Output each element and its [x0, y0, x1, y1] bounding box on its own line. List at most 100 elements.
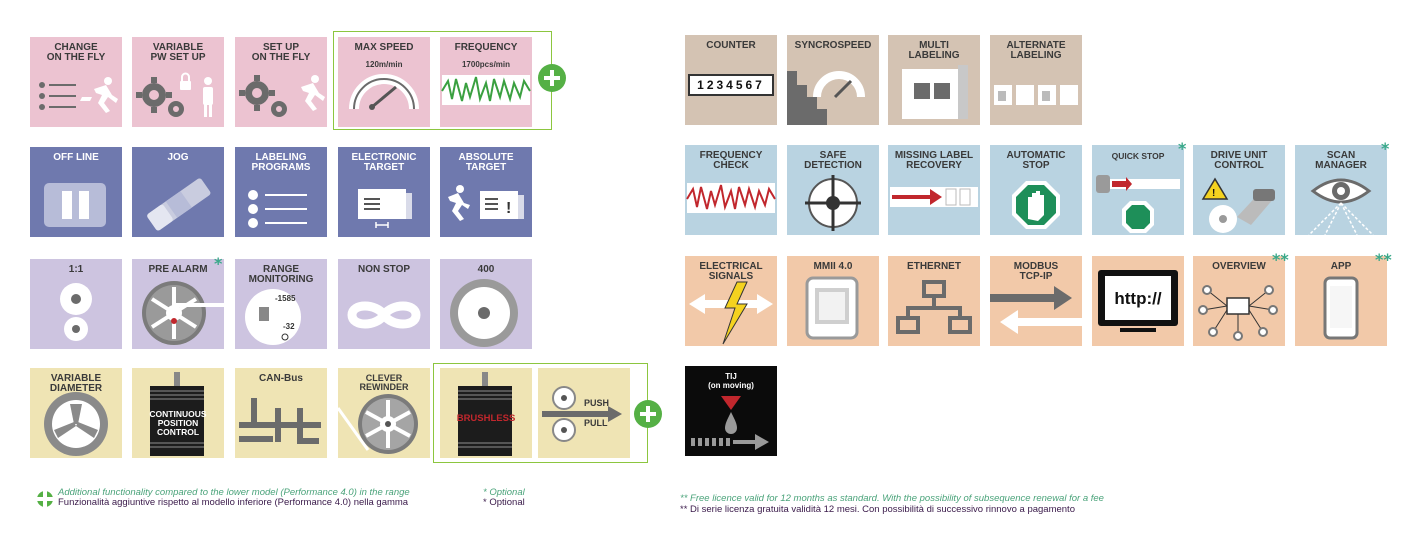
tile-label: SCAN MANAGER: [1315, 150, 1367, 171]
tile-pre-alarm: PRE ALARM: [132, 259, 224, 349]
range-value-top: -1585: [275, 294, 296, 303]
tile-label: APP: [1330, 261, 1352, 272]
tile-label: JOG: [167, 152, 189, 163]
tile-continuous-position-control: CONTINUOUS POSITION CONTROL: [132, 368, 224, 458]
legend-optional-en: * Optional: [483, 487, 525, 498]
legend-free-licence-en: ** Free licence valid for 12 months as s…: [680, 493, 1104, 504]
optional-star: *: [214, 254, 223, 273]
target-box-icon: [358, 189, 412, 228]
tile-variable-diameter: VARIABLE DIAMETER: [30, 368, 122, 458]
range-dial-icon: -1585 -32: [245, 289, 301, 345]
tile-missing-label-recovery: MISSING LABEL RECOVERY: [888, 145, 980, 235]
reel-400-icon: [450, 279, 518, 347]
tile-label: MULTI LABELING: [908, 40, 960, 61]
freq-check-icon: [686, 183, 776, 213]
tile-label: 1:1: [68, 264, 84, 275]
counter-digits: 1234567: [697, 78, 765, 92]
tile-tij: TIJ (on moving): [685, 366, 777, 456]
pull-label: PULL: [584, 418, 608, 428]
tile-label: COUNTER: [706, 40, 756, 51]
tile-app: APP: [1295, 256, 1387, 346]
tile-frequency: FREQUENCY 1700pcs/min: [440, 37, 532, 127]
gears-runner-icon: [239, 75, 325, 117]
gears-person-lock-icon: [136, 72, 213, 117]
wave-icon: [441, 75, 531, 105]
tile-1-1: 1:1: [30, 259, 122, 349]
optional-star: *: [1381, 139, 1390, 158]
tile-label: CAN-Bus: [259, 373, 303, 384]
legend-free-licence-it: ** Di serie licenza gratuita validità 12…: [680, 504, 1075, 515]
runner-box-icon: !: [448, 185, 524, 221]
plus-legend-icon: [37, 491, 53, 507]
alternate-boxes-icon: [994, 85, 1078, 105]
program-list-icon: [248, 190, 307, 228]
legend-plus-it: Funzionalità aggiuntive rispetto al mode…: [58, 497, 409, 508]
tile-labeling-programs: LABELING PROGRAMS: [235, 147, 327, 237]
tile-jog: JOG: [132, 147, 224, 237]
tile-label: CLEVER REWINDER: [359, 373, 409, 392]
tile-label: ALTERNATE LABELING: [1006, 40, 1066, 61]
tile-non-stop: NON STOP: [338, 259, 430, 349]
tile-label: ELECTRONIC TARGET: [351, 152, 417, 173]
tile-label: SET UP ON THE FLY: [251, 42, 311, 63]
tile-label: DRIVE UNIT CONTROL: [1210, 150, 1268, 171]
push-label: PUSH: [584, 398, 610, 408]
tile-overview: OVERVIEW: [1193, 256, 1285, 346]
brushless-motor-icon: [458, 372, 512, 456]
infinity-icon: [347, 301, 421, 329]
phone-icon: [1323, 276, 1359, 340]
plus-icon: [538, 64, 566, 92]
tile-absolute-target: ABSOLUTE TARGET !: [440, 147, 532, 237]
tile-mmii-40: MMII 4.0: [787, 256, 879, 346]
tile-electrical-signals: ELECTRICAL SIGNALS: [685, 256, 777, 346]
reel-alarm-icon: [142, 281, 224, 345]
stairs-gauge-icon: [787, 71, 865, 125]
tile-ethernet: ETHERNET: [888, 256, 980, 346]
network-icon: [896, 280, 972, 334]
tile-set-up-on-the-fly: SET UP ON THE FLY: [235, 37, 327, 127]
tile-label: ELECTRICAL SIGNALS: [699, 261, 763, 282]
tile-label: MMII 4.0: [813, 261, 853, 272]
tile-label: FREQUENCY: [454, 42, 518, 53]
svg-text:!: !: [1212, 188, 1215, 199]
push-pull-icon: [542, 386, 622, 442]
tile-label: ETHERNET: [907, 261, 961, 272]
tile-label: LABELING PROGRAMS: [251, 152, 311, 173]
double-arrow-icon: [990, 286, 1082, 334]
range-value-bottom: -32: [283, 322, 295, 331]
monitor-http-icon: [1098, 270, 1178, 332]
quick-stop-icon: [1096, 175, 1180, 233]
tile-push-pull: PUSH PULL: [538, 368, 630, 458]
crosshair-icon: [805, 175, 861, 231]
tile-label: FREQUENCY CHECK: [699, 150, 763, 171]
tile-clever-rewinder: CLEVER REWINDER: [338, 368, 430, 458]
rewinder-icon: [338, 394, 418, 454]
tile-change-on-the-fly: CHANGE ON THE FLY: [30, 37, 122, 127]
tile-electronic-target: ELECTRONIC TARGET: [338, 147, 430, 237]
tile-label: OFF LINE: [53, 152, 99, 163]
tile-label: AUTOMATIC STOP: [1006, 150, 1066, 171]
tile-drive-unit-control: DRIVE UNIT CONTROL !: [1193, 145, 1285, 235]
tile-multi-labeling: MULTI LABELING: [888, 35, 980, 125]
tile-label: CHANGE ON THE FLY: [46, 42, 106, 63]
gauge-icon: [349, 74, 419, 110]
legend-plus-en: Additional functionality compared to the…: [58, 487, 410, 498]
tile-safe-detection: SAFE DETECTION: [787, 145, 879, 235]
tile-label: MAX SPEED: [354, 42, 414, 53]
stop-hand-icon: [1012, 181, 1060, 229]
tile-label: RANGE MONITORING: [248, 264, 314, 285]
two-rolls-icon: [60, 283, 92, 341]
tile-label: VARIABLE DIAMETER: [49, 373, 103, 394]
tile-alternate-labeling: ALTERNATE LABELING: [990, 35, 1082, 125]
runner-list-icon: [39, 77, 118, 113]
overview-network-icon: [1198, 285, 1278, 341]
missing-label-icon: [890, 187, 978, 207]
tij-drop-icon: [691, 396, 769, 450]
tile-sublabel: 120m/min: [365, 60, 403, 69]
motor-inner-text: CONTINUOUS POSITION CONTROL: [149, 409, 207, 437]
tile-syncrospeed: SYNCROSPEED: [787, 35, 879, 125]
eye-scan-icon: [1308, 178, 1374, 235]
legend-optional-it: * Optional: [483, 497, 525, 508]
http-text: http://: [1114, 289, 1162, 308]
tile-can-bus: CAN-Bus: [235, 368, 327, 458]
